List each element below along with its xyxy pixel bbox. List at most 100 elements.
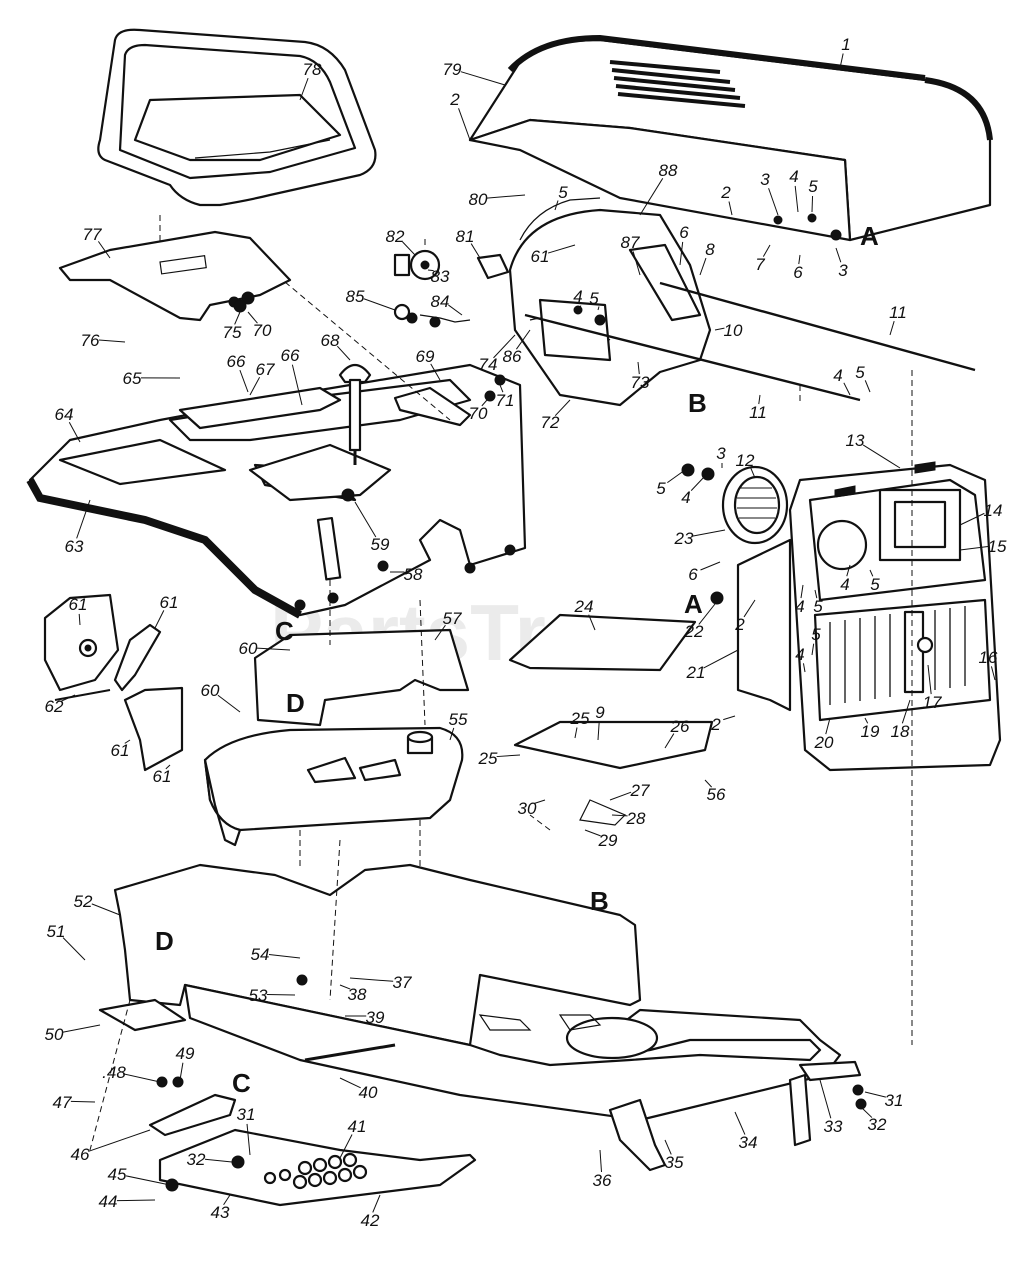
callout-31b: 31	[885, 1091, 904, 1110]
leader-line-3a	[768, 188, 779, 216]
leader-line-61e	[165, 764, 171, 770]
ref-letter-B2: B	[590, 886, 609, 916]
callout-43: 43	[211, 1203, 230, 1222]
leader-line-11b	[758, 394, 761, 405]
leader-line-44	[116, 1199, 156, 1202]
ref-letter-D1: D	[286, 688, 305, 718]
callout-55: 55	[449, 710, 468, 729]
callout-11b: 11	[749, 403, 767, 422]
leader-line-87	[632, 251, 641, 276]
callout-5d: 5	[855, 363, 865, 382]
leader-line-10	[714, 327, 725, 331]
leader-line-70a	[247, 311, 258, 324]
callout-46: 46	[71, 1145, 90, 1164]
callout-68: 68	[321, 331, 340, 350]
assembly-lines	[89, 215, 913, 1151]
leader-line-31a	[246, 1123, 251, 1156]
callout-2c: 2	[734, 615, 745, 634]
callout-21: 21	[686, 663, 706, 682]
leader-line-64	[68, 422, 81, 443]
leader-line-25b	[496, 754, 521, 758]
callout-14: 14	[984, 501, 1003, 520]
leader-line-76	[98, 339, 126, 343]
control-rod-lower	[524, 313, 861, 402]
callout-61c: 61	[160, 593, 179, 612]
callout-4a: 4	[789, 167, 798, 186]
leader-line-6a	[679, 241, 684, 266]
leader-line-47	[70, 1100, 96, 1103]
callout-5a: 5	[558, 183, 568, 202]
callout-6a: 6	[679, 223, 689, 242]
callout-5f: 5	[870, 575, 880, 594]
leader-line-11a	[889, 320, 895, 336]
callout-70a: 70	[253, 321, 272, 340]
leader-line-17	[927, 664, 932, 695]
leader-line-73	[637, 361, 640, 375]
callout-35: 35	[665, 1153, 684, 1172]
callout-61e: 61	[153, 767, 172, 786]
leader-line-49	[179, 1062, 184, 1081]
callout-71: 71	[496, 391, 515, 410]
leader-line-35	[664, 1139, 672, 1155]
leader-line-48	[122, 1073, 161, 1083]
callout-2a: 2	[449, 90, 460, 109]
leader-line-1	[839, 53, 844, 69]
leader-line-54	[268, 954, 301, 959]
leader-line-72	[554, 399, 571, 417]
callout-5g: 5	[813, 597, 823, 616]
callout-79: 79	[443, 60, 462, 79]
leader-line-16	[990, 666, 996, 681]
leader-line-61d	[124, 739, 131, 744]
leader-line-79	[460, 71, 506, 86]
callout-51: 51	[47, 922, 66, 941]
callout-29: 29	[598, 831, 618, 850]
callout-38: 38	[348, 985, 367, 1004]
callout-33: 33	[824, 1117, 843, 1136]
leader-line-9	[597, 721, 600, 741]
leader-line-2c	[743, 599, 756, 618]
callout-48: .48	[102, 1063, 126, 1082]
leader-line-25a	[574, 727, 578, 739]
callout-8: 8	[705, 240, 715, 259]
leader-line-2b	[728, 201, 733, 216]
callout-25a: 25	[570, 709, 590, 728]
callout-82: 82	[386, 227, 405, 246]
leader-line-80	[486, 194, 526, 199]
seat	[97, 28, 377, 207]
leader-line-20	[825, 717, 831, 735]
callout-88: 88	[659, 161, 678, 180]
leader-line-75	[234, 311, 241, 325]
callout-4g: 4	[795, 645, 804, 664]
leader-line-85	[363, 298, 396, 311]
callout-54: 54	[251, 945, 270, 964]
leader-line-55	[449, 727, 455, 741]
callout-4b: 4	[573, 287, 582, 306]
leader-line-81	[470, 243, 481, 259]
callout-12: 12	[736, 451, 755, 470]
leader-line-33	[819, 1079, 832, 1119]
callout-6c: 6	[688, 565, 698, 584]
callout-56: 56	[707, 785, 726, 804]
callout-72: 72	[541, 413, 560, 432]
callout-7: 7	[755, 255, 765, 274]
callout-39: 39	[366, 1008, 385, 1027]
leader-line-56	[704, 779, 713, 788]
callout-18: 18	[891, 722, 910, 741]
callout-65: 65	[123, 369, 142, 388]
callout-19: 19	[861, 722, 880, 741]
callout-5c: 5	[589, 289, 599, 308]
callout-4e: 4	[840, 575, 849, 594]
fuel-tank	[203, 726, 464, 847]
leader-line-68	[337, 345, 351, 361]
callout-2b: 2	[720, 183, 731, 202]
leader-line-19	[864, 717, 869, 724]
callout-32a: 32	[187, 1150, 206, 1169]
leader-line-78	[299, 77, 309, 101]
callout-36: 36	[593, 1171, 612, 1190]
leader-line-69	[430, 363, 441, 381]
leader-line-4f	[800, 584, 804, 599]
leader-line-67	[249, 376, 261, 396]
callout-32b: 32	[868, 1115, 887, 1134]
leader-line-5a	[554, 200, 559, 211]
